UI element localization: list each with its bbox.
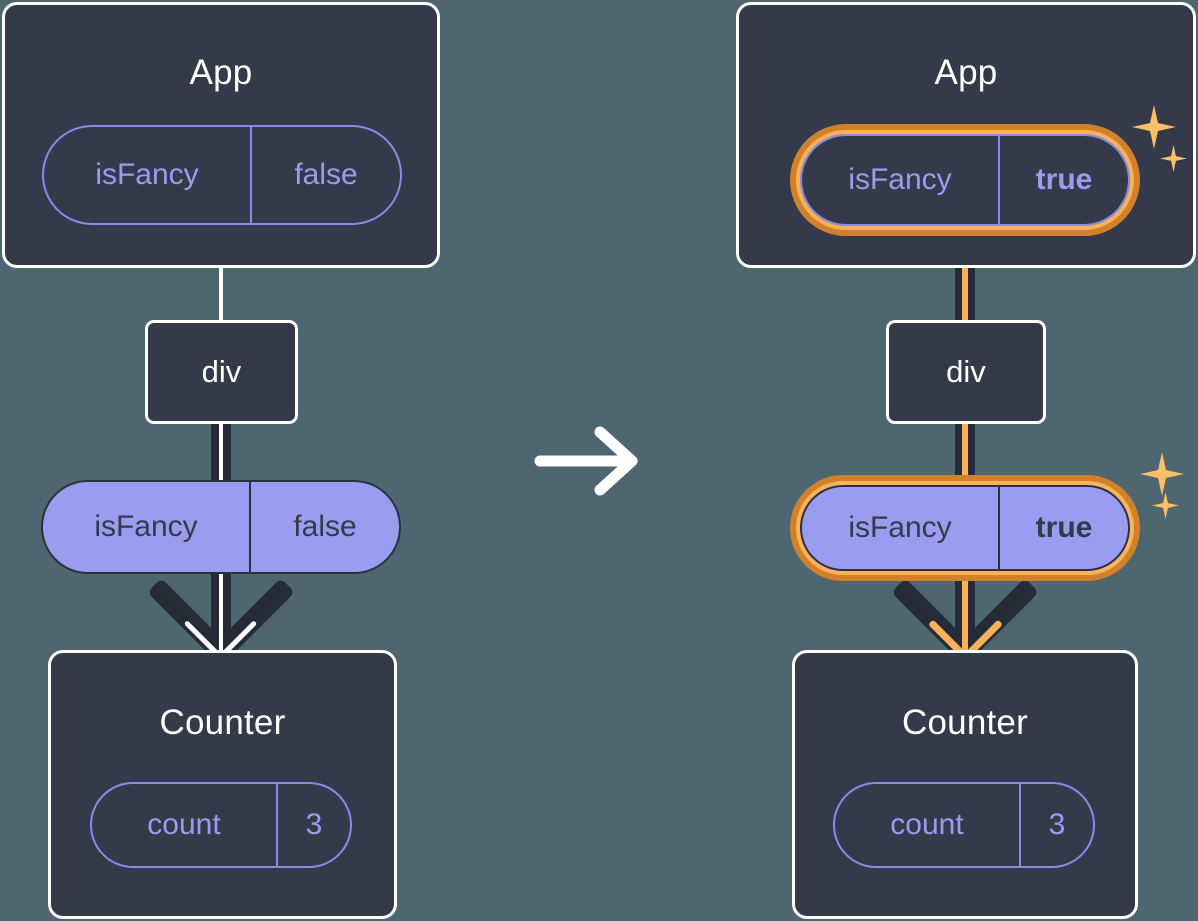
edge-div-to-prop-core-before <box>219 420 223 486</box>
div-node-after: div <box>886 320 1046 424</box>
sparkle-icon-prop <box>1140 452 1184 496</box>
counter-state-value-after: 3 <box>1019 784 1093 866</box>
passed-prop-name-after: isFancy <box>848 511 952 544</box>
counter-state-value-before: 3 <box>276 784 350 866</box>
sparkle-small-icon-prop <box>1152 492 1179 519</box>
counter-state-pill-before: count 3 <box>90 782 352 868</box>
transition-arrow <box>534 424 644 498</box>
counter-state-pill-after: count 3 <box>833 782 1095 868</box>
app-prop-pill-before: isFancy false <box>42 125 402 225</box>
arrow-right-icon <box>534 426 638 496</box>
counter-state-name-after: count <box>890 808 964 841</box>
edge-div-to-prop-core-after <box>962 420 968 486</box>
counter-card-title-after: Counter <box>902 703 1028 742</box>
passed-prop-value-after: true <box>998 487 1128 569</box>
app-prop-value-before: false <box>250 127 400 223</box>
edge-prop-to-counter-core-after <box>962 560 968 660</box>
app-card-title-after: App <box>934 53 998 92</box>
div-node-label-after: div <box>946 354 986 389</box>
counter-card-title-before: Counter <box>159 703 286 742</box>
edge-app-to-div-core-after <box>962 240 968 330</box>
passed-prop-name-before: isFancy <box>94 510 198 543</box>
passed-prop-pill-before: isFancy false <box>41 480 401 574</box>
div-node-label-before: div <box>201 354 242 389</box>
counter-state-name-before: count <box>147 808 221 841</box>
edge-app-to-div-before <box>219 252 223 322</box>
app-prop-name-before: isFancy <box>95 158 199 191</box>
passed-prop-value-before: false <box>249 482 399 572</box>
passed-prop-pill-after: isFancy true <box>800 485 1130 571</box>
app-card-title-before: App <box>189 53 253 92</box>
edge-prop-to-counter-core-before <box>219 560 223 660</box>
app-prop-pill-after: isFancy true <box>800 134 1130 226</box>
div-node-before: div <box>145 320 298 424</box>
app-prop-value-after: true <box>998 136 1128 224</box>
app-prop-name-after: isFancy <box>848 163 952 196</box>
